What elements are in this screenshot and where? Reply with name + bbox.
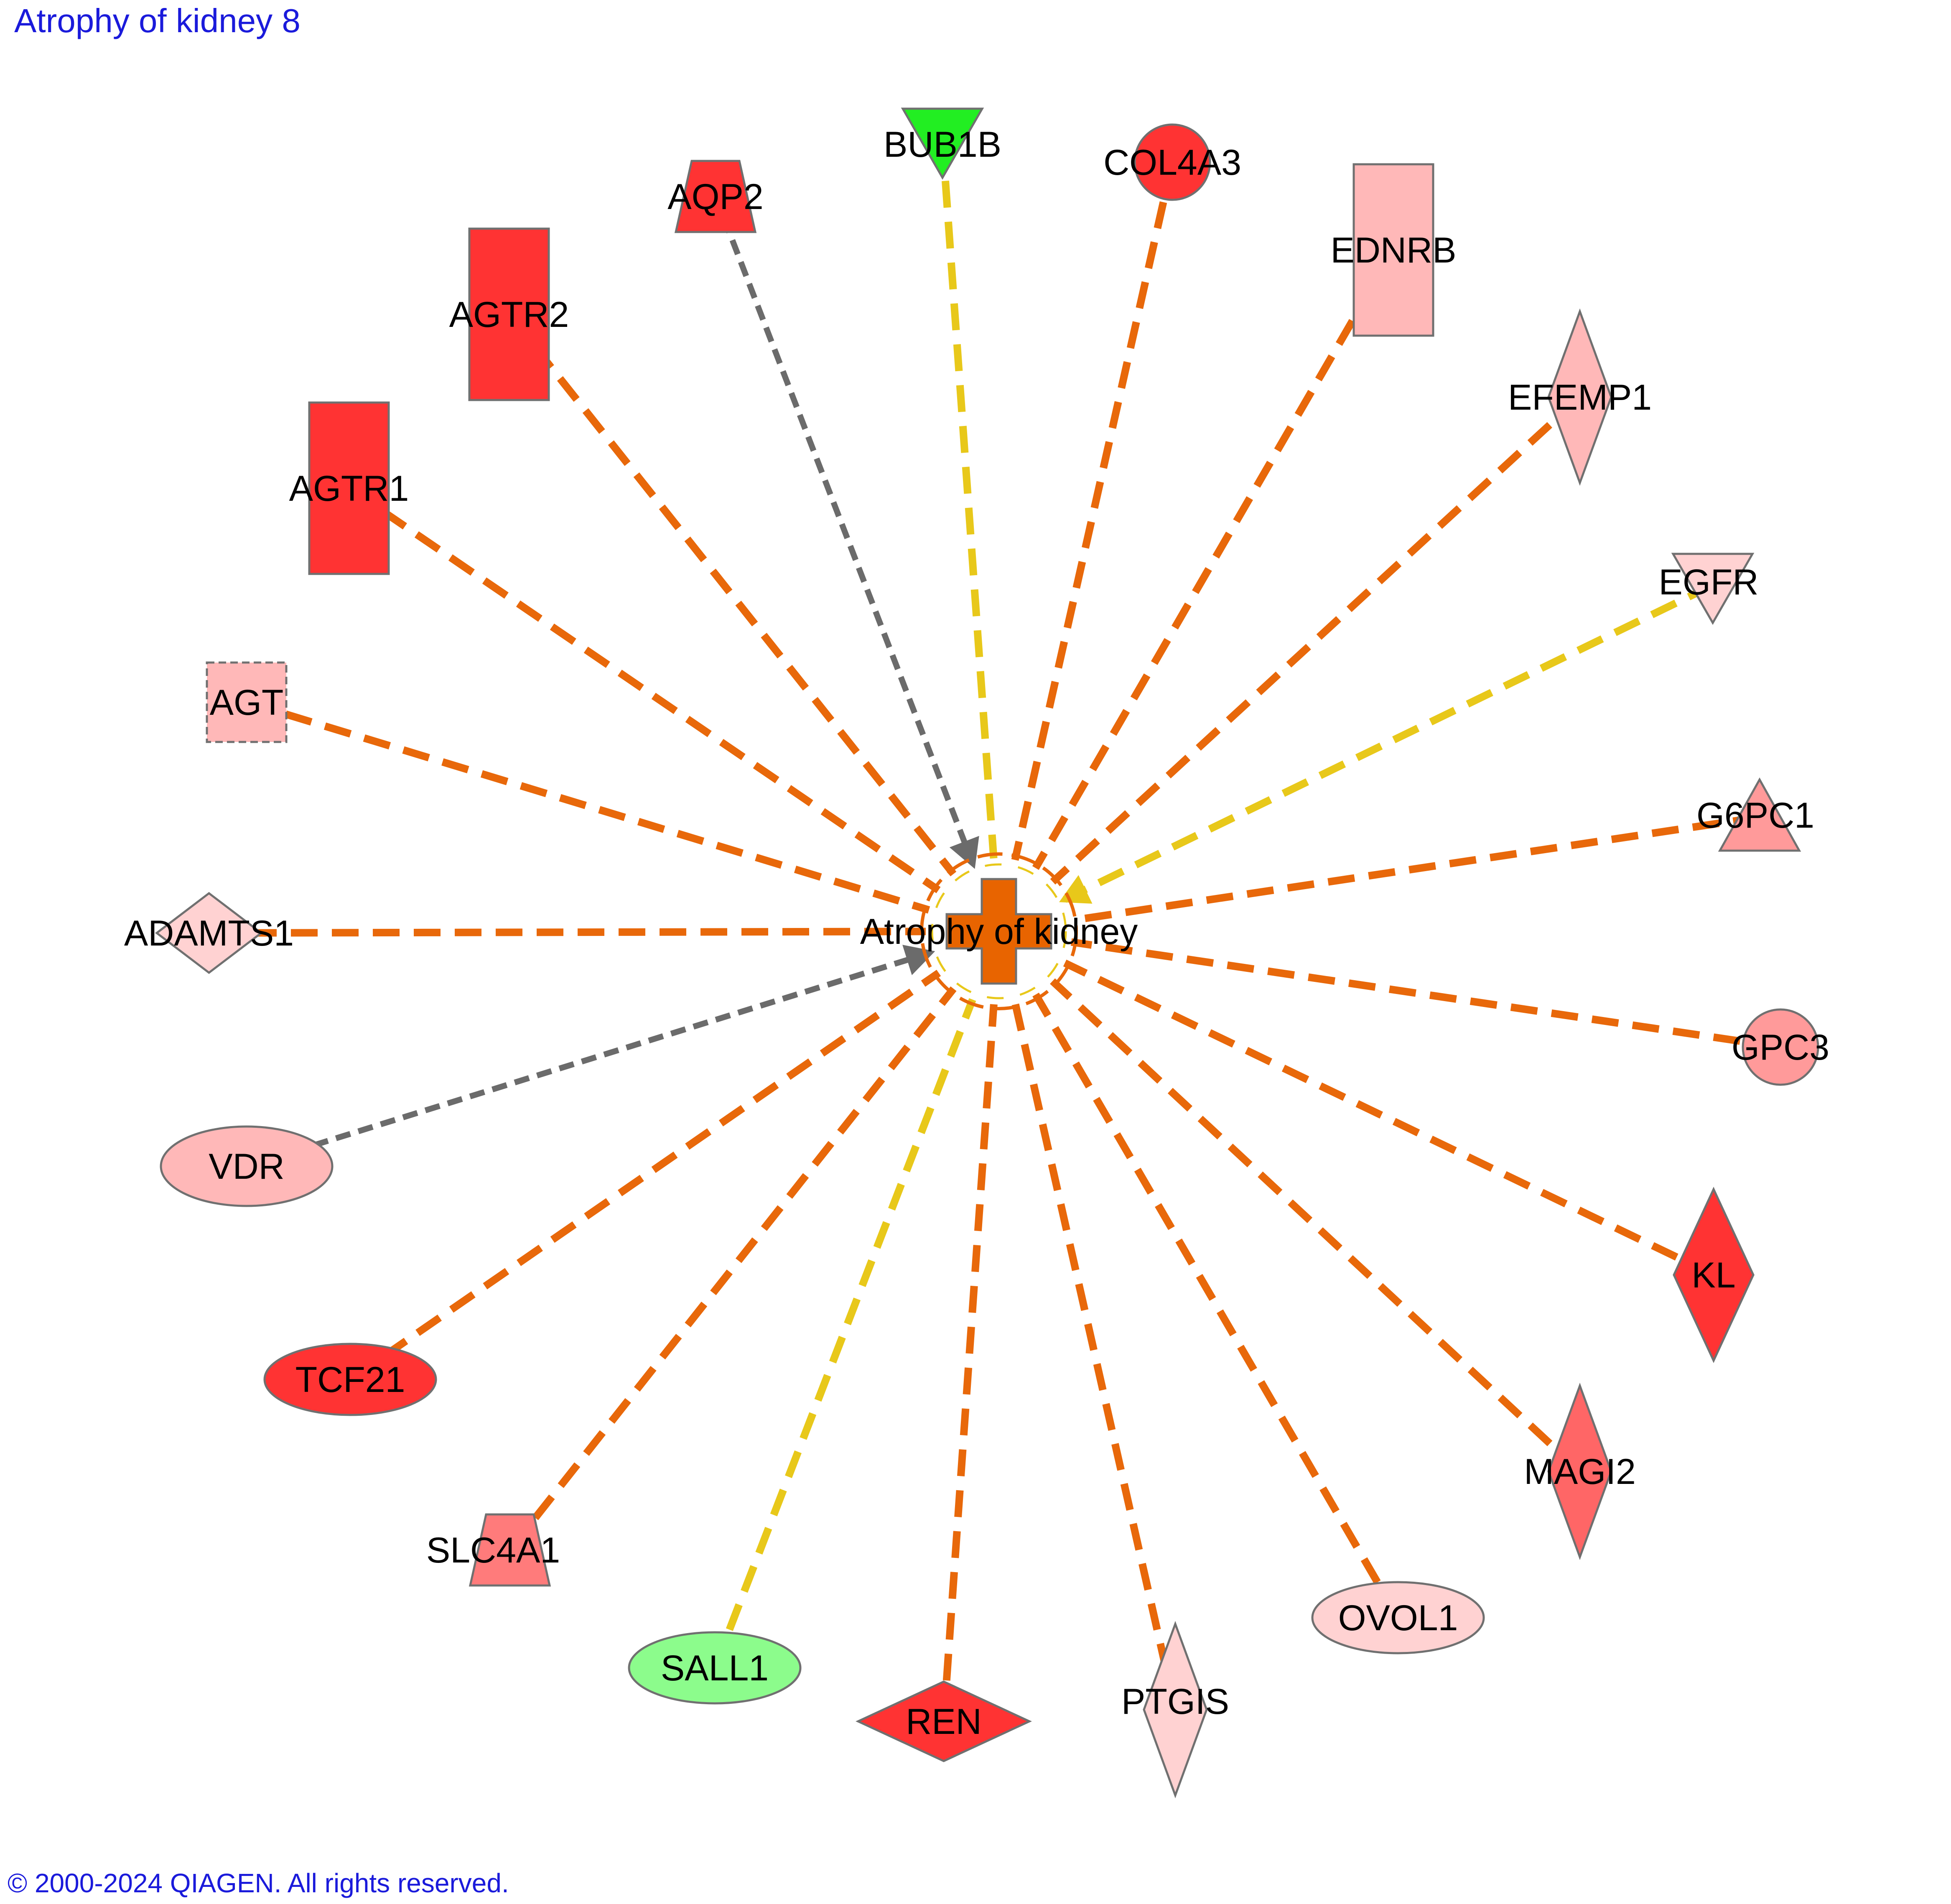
node-label: G6PC1 [1696,795,1814,836]
node-shape-agt [206,661,288,743]
node-shape-adamts1 [155,892,263,974]
edge-ptgis [1011,1002,1179,1710]
node-shape-agtr2 [468,227,550,401]
edge-ren [940,1004,998,1722]
arrowhead-aqp2 [949,836,979,869]
node-bub1b[interactable]: BUB1B [884,107,1001,180]
node-label: KL [1691,1255,1735,1295]
node-shape-bub1b [901,107,984,180]
node-magi2[interactable]: MAGI2 [1524,1382,1636,1560]
node-slc4a1[interactable]: SLC4A1 [426,1513,560,1587]
edge-g6pc1 [1070,813,1760,924]
edge-agtr2 [506,312,957,877]
node-shape-magi2 [1547,1382,1612,1560]
node-egfr[interactable]: EGFR [1659,553,1759,625]
arrowhead-egfr [1059,875,1093,904]
edge-efemp1 [1050,394,1583,885]
node-aqp2[interactable]: AQP2 [667,160,764,233]
node-ptgis[interactable]: PTGIS [1121,1621,1229,1799]
center-ring [920,852,1078,1010]
node-shape-g6pc1 [1718,777,1801,852]
node-g6pc1[interactable]: G6PC1 [1696,777,1814,852]
edge-adamts1 [209,928,926,937]
node-label: EFEMP1 [1508,377,1652,418]
edge-egfr [1063,581,1714,903]
node-shape-aqp2 [674,160,757,233]
edge-slc4a1 [507,986,957,1552]
node-agtr1[interactable]: AGTR1 [289,401,409,575]
node-shape-ovol1 [1311,1581,1485,1654]
edge-bub1b [939,140,998,859]
node-label: OVOL1 [1338,1598,1458,1638]
node-shape-tcf21 [263,1343,437,1416]
node-label: AQP2 [667,177,763,217]
node-label: TCF21 [295,1360,405,1400]
edge-agt [245,698,930,914]
node-agt[interactable]: AGT [206,661,288,743]
node-agtr2[interactable]: AGTR2 [449,227,569,401]
edge-ednrb [1032,248,1397,870]
node-shape-vdr [160,1125,334,1207]
node-shape-ednrb [1352,163,1434,337]
node-gpc3[interactable]: GPC3 [1732,1008,1829,1086]
center-ring-inner [931,863,1067,999]
node-shape-slc4a1 [469,1513,551,1587]
node-vdr[interactable]: VDR [160,1125,334,1207]
node-col4a3[interactable]: COL4A3 [1103,123,1241,201]
node-label: AGTR2 [449,295,569,335]
edge-magi2 [1050,978,1583,1474]
node-shape-egfr [1671,553,1755,625]
edge-sall1 [711,998,976,1670]
node-shape-col4a3 [1133,123,1211,201]
function-cross-icon [945,878,1052,985]
center-label: Atrophy of kidney [860,912,1138,952]
node-label: COL4A3 [1103,143,1241,183]
edge-vdr [245,950,930,1169]
node-label: BUB1B [884,125,1001,165]
node-label: EDNRB [1330,230,1456,270]
node-label: EGFR [1659,562,1759,602]
node-label: AGTR1 [289,469,409,509]
node-label: ADAMTS1 [124,913,294,953]
node-label: VDR [209,1147,285,1187]
edge-agtr1 [346,485,941,893]
node-label: SALL1 [661,1648,769,1688]
edge-layer [209,140,1781,1722]
page-title: Atrophy of kidney 8 [14,2,301,39]
node-label: GPC3 [1732,1027,1829,1068]
node-label: PTGIS [1121,1682,1229,1722]
node-label: SLC4A1 [426,1530,560,1570]
node-shape-gpc3 [1742,1008,1819,1086]
edge-aqp2 [713,195,976,864]
node-efemp1[interactable]: EFEMP1 [1508,308,1652,486]
node-ovol1[interactable]: OVOL1 [1311,1581,1485,1654]
node-label: REN [906,1702,982,1742]
center-node[interactable]: Atrophy of kidney [860,852,1138,1010]
node-shape-agtr1 [308,401,390,575]
node-adamts1[interactable]: ADAMTS1 [124,892,294,974]
node-shape-sall1 [628,1631,802,1705]
arrowhead-vdr [902,945,935,975]
node-label: AGT [210,683,284,723]
copyright-notice: © 2000-2024 QIAGEN. All rights reserved. [8,1868,509,1898]
node-sall1[interactable]: SALL1 [628,1631,802,1705]
node-kl[interactable]: KL [1673,1187,1755,1363]
node-tcf21[interactable]: TCF21 [263,1343,437,1416]
node-ednrb[interactable]: EDNRB [1330,163,1457,337]
node-shape-ptgis [1143,1621,1208,1799]
node-shape-kl [1673,1187,1755,1363]
edge-col4a3 [1011,161,1176,861]
node-shape-efemp1 [1547,308,1612,486]
edge-kl [1063,959,1715,1279]
node-ren[interactable]: REN [856,1680,1032,1762]
edge-tcf21 [348,970,941,1383]
node-label: MAGI2 [1524,1452,1636,1492]
node-shape-ren [856,1680,1032,1762]
edge-gpc3 [1070,938,1781,1051]
edge-ovol1 [1032,992,1401,1620]
